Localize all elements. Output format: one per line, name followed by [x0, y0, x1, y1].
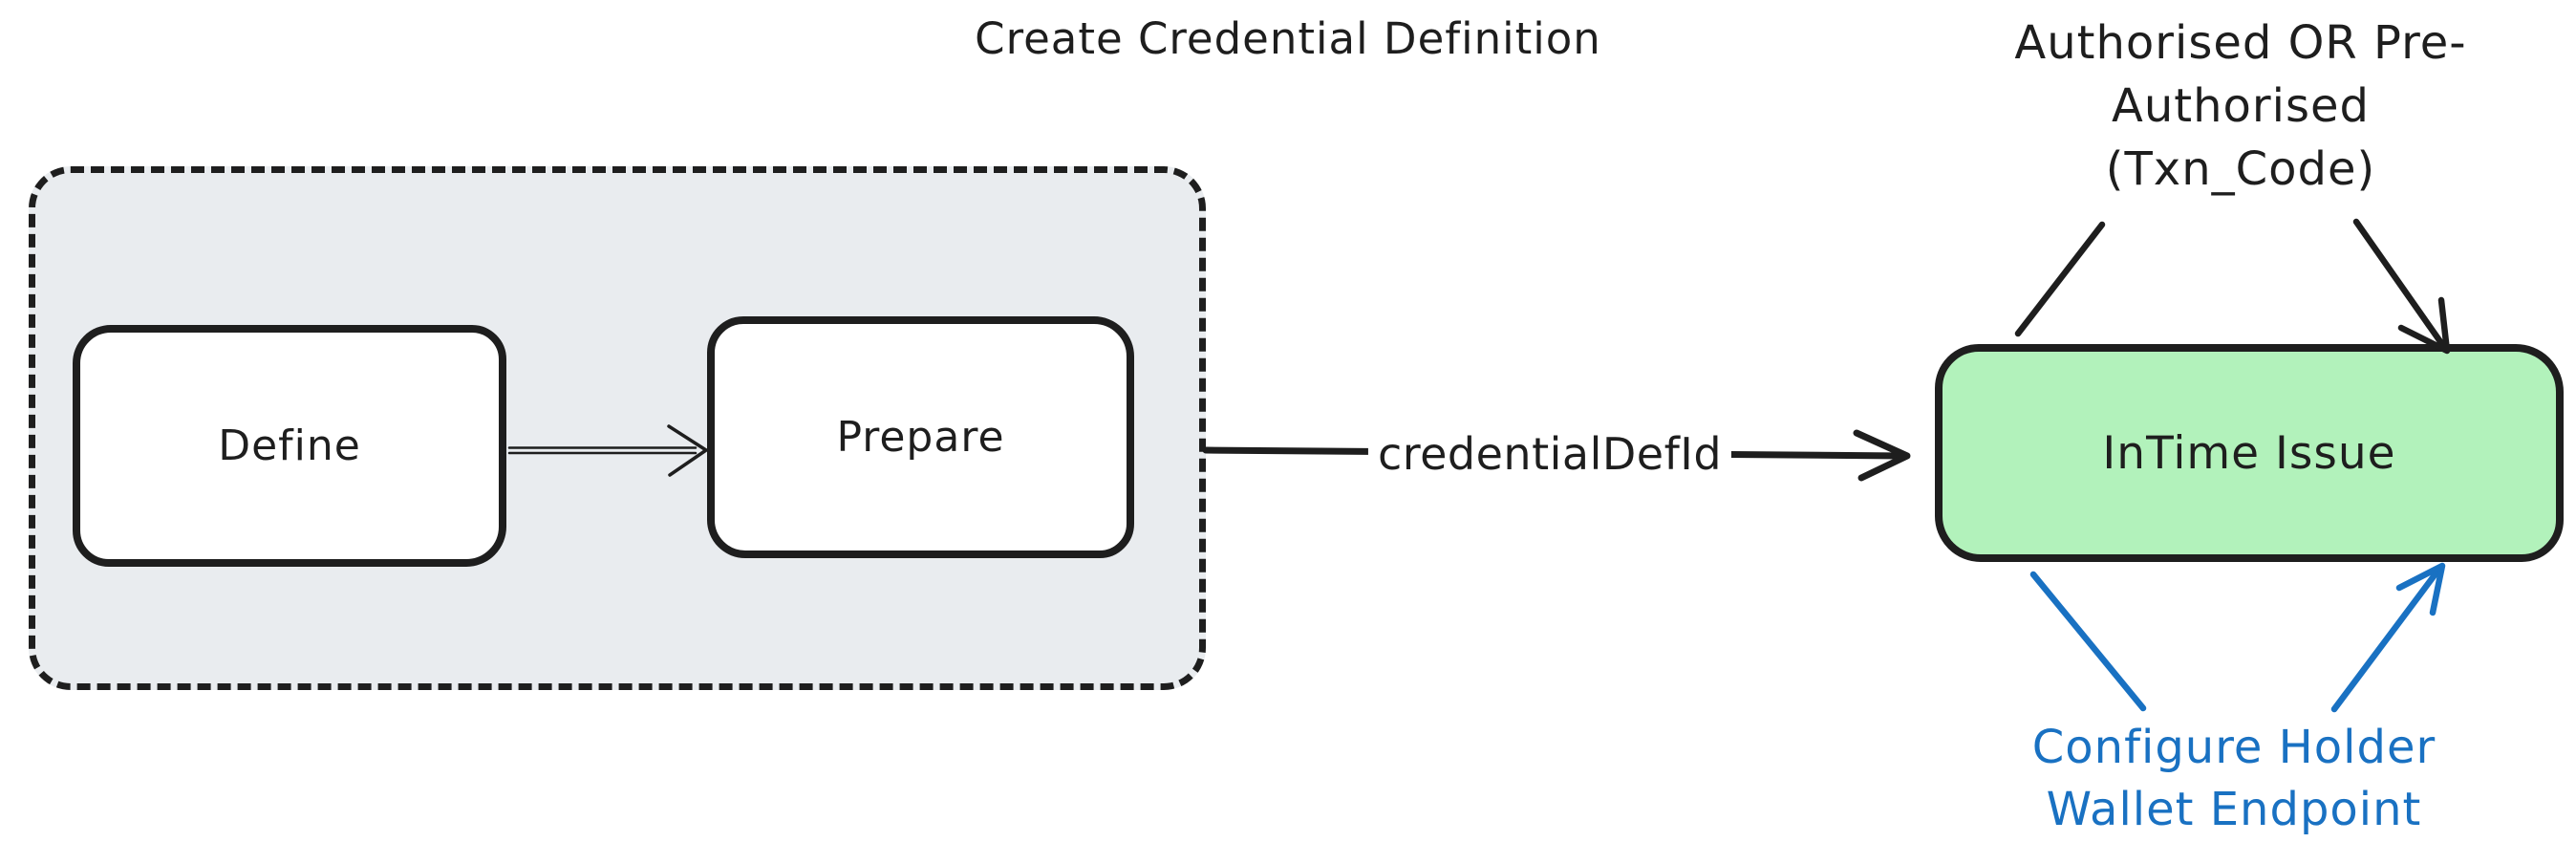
node-intime-issue: InTime Issue — [1935, 344, 2564, 562]
node-prepare: Prepare — [707, 316, 1134, 558]
node-prepare-label: Prepare — [836, 413, 1005, 462]
annotation-configure-wallet: Configure Holder Wallet Endpoint — [2032, 717, 2436, 841]
arrow-authorised-right — [2352, 218, 2451, 355]
arrow-authorised-right-line — [2352, 218, 2450, 354]
line-wallet-left — [2029, 571, 2147, 712]
line-authorised-left — [2014, 221, 2106, 337]
annotation-authorisation-line-2: Authorised — [2112, 79, 2370, 133]
annotation-authorisation-line-1: Authorised OR Pre- — [2014, 16, 2467, 70]
annotation-authorisation-line-3: (Txn_Code) — [2105, 142, 2376, 196]
arrow-wallet-right-head — [2395, 562, 2446, 616]
edge-label-credentialdefid: credentialDefId — [1367, 426, 1732, 482]
node-define-label: Define — [218, 421, 361, 470]
edge-credentialdefid-arrowhead — [1853, 429, 1911, 482]
annotation-configure-wallet-line-2: Wallet Endpoint — [2046, 783, 2422, 836]
node-intime-issue-label: InTime Issue — [2102, 426, 2396, 480]
annotation-configure-wallet-line-1: Configure Holder — [2031, 721, 2436, 774]
node-define: Define — [73, 325, 506, 567]
cluster-title: Create Credential Definition — [975, 13, 1601, 64]
annotation-authorisation-mode: Authorised OR Pre- Authorised (Txn_Code) — [2014, 11, 2466, 201]
arrow-wallet-right-line — [2330, 565, 2443, 713]
arrow-wallet-right — [2330, 562, 2446, 713]
